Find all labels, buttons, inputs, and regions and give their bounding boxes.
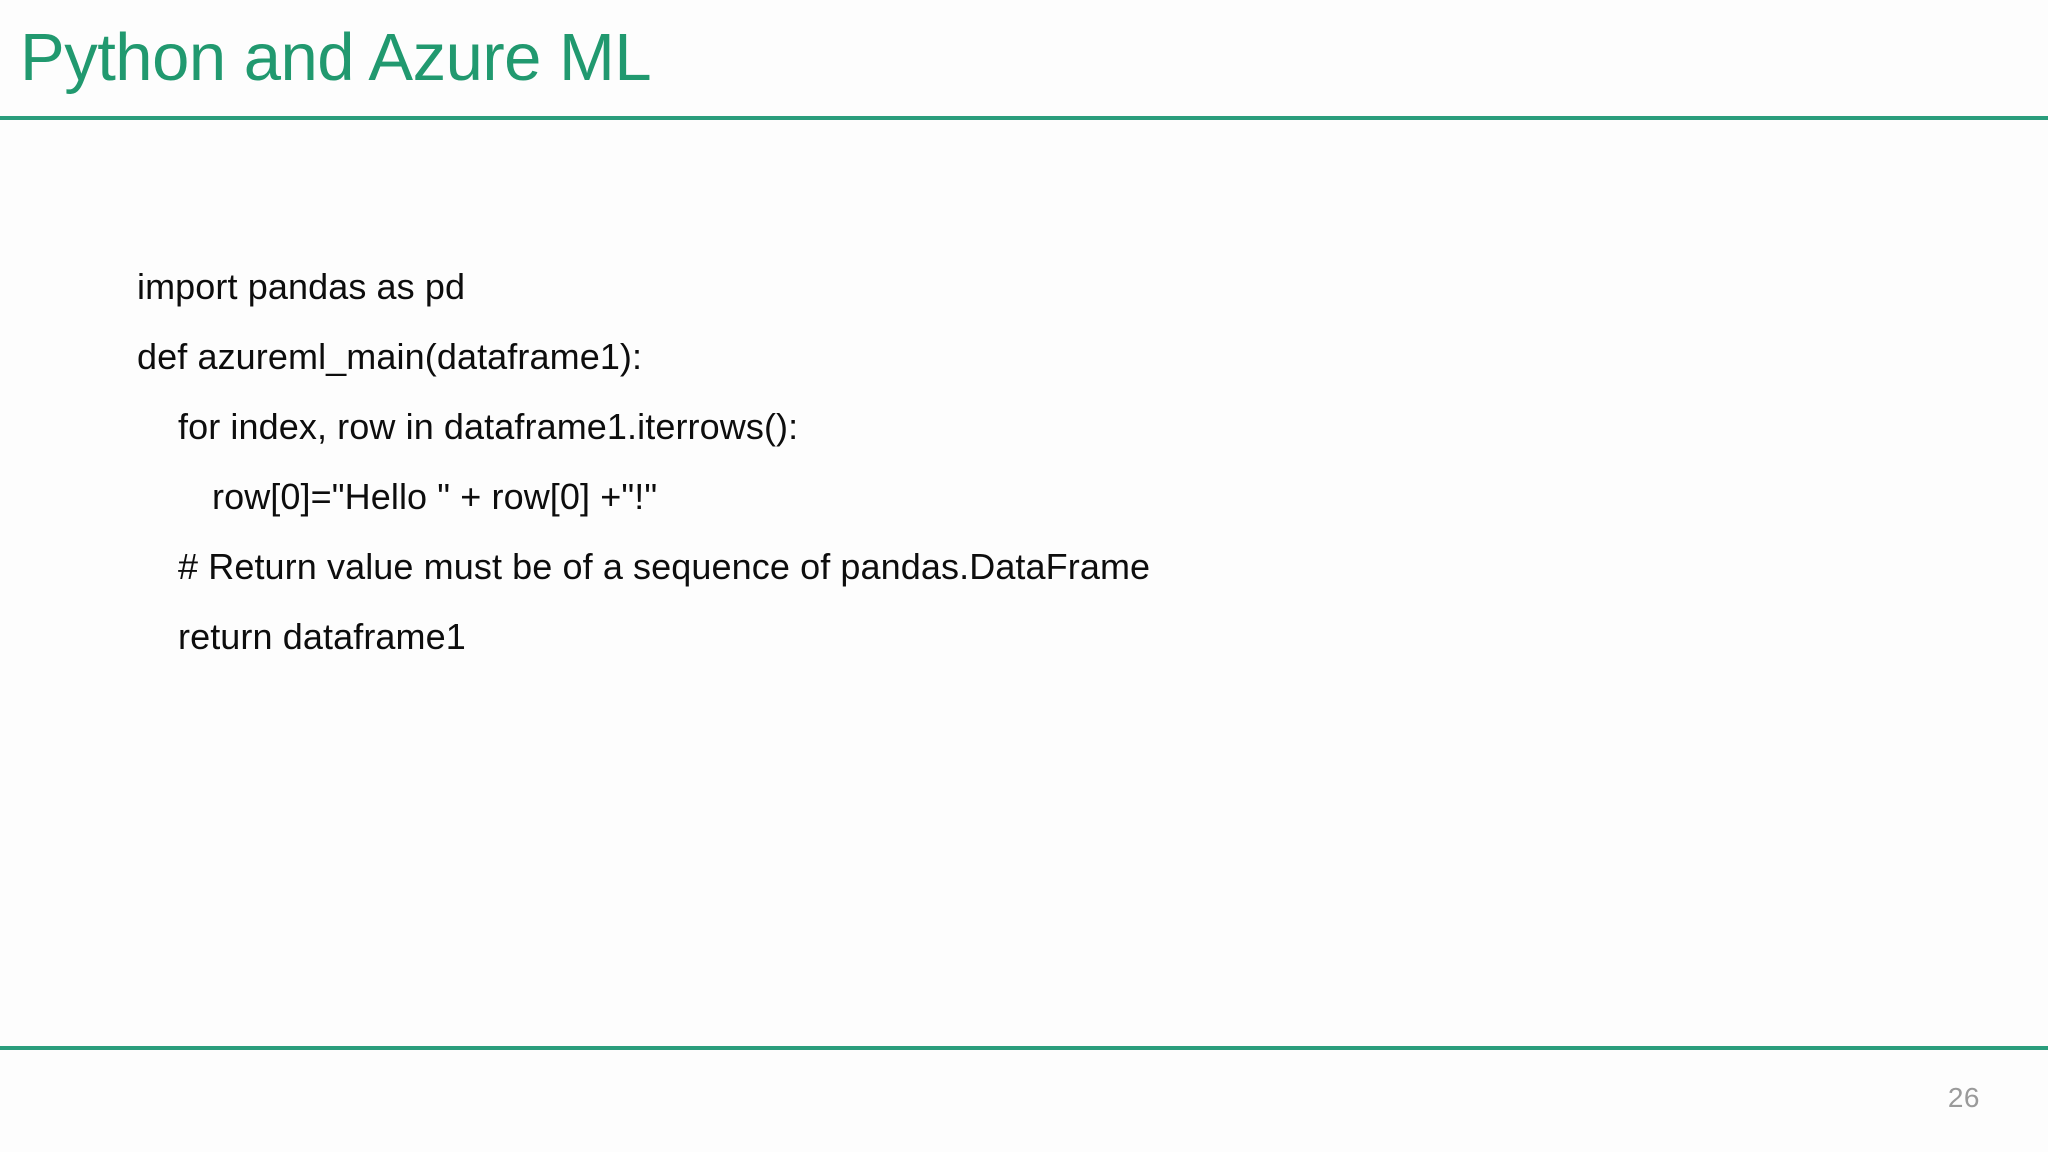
code-line: import pandas as pd <box>137 266 466 307</box>
footer-divider-line <box>0 1046 2048 1050</box>
code-line: # Return value must be of a sequence of … <box>178 546 1151 587</box>
page-number: 26 <box>1947 1082 1980 1113</box>
page-title: Python and Azure ML <box>20 20 652 95</box>
title-divider-line <box>0 116 2048 120</box>
code-line: return dataframe1 <box>178 616 466 657</box>
code-line: for index, row in dataframe1.iterrows(): <box>178 406 799 447</box>
code-line: def azureml_main(dataframe1): <box>137 336 643 377</box>
code-block: import pandas as pd def azureml_main(dat… <box>137 252 1837 672</box>
code-line: row[0]="Hello " + row[0] +"!" <box>212 476 658 517</box>
